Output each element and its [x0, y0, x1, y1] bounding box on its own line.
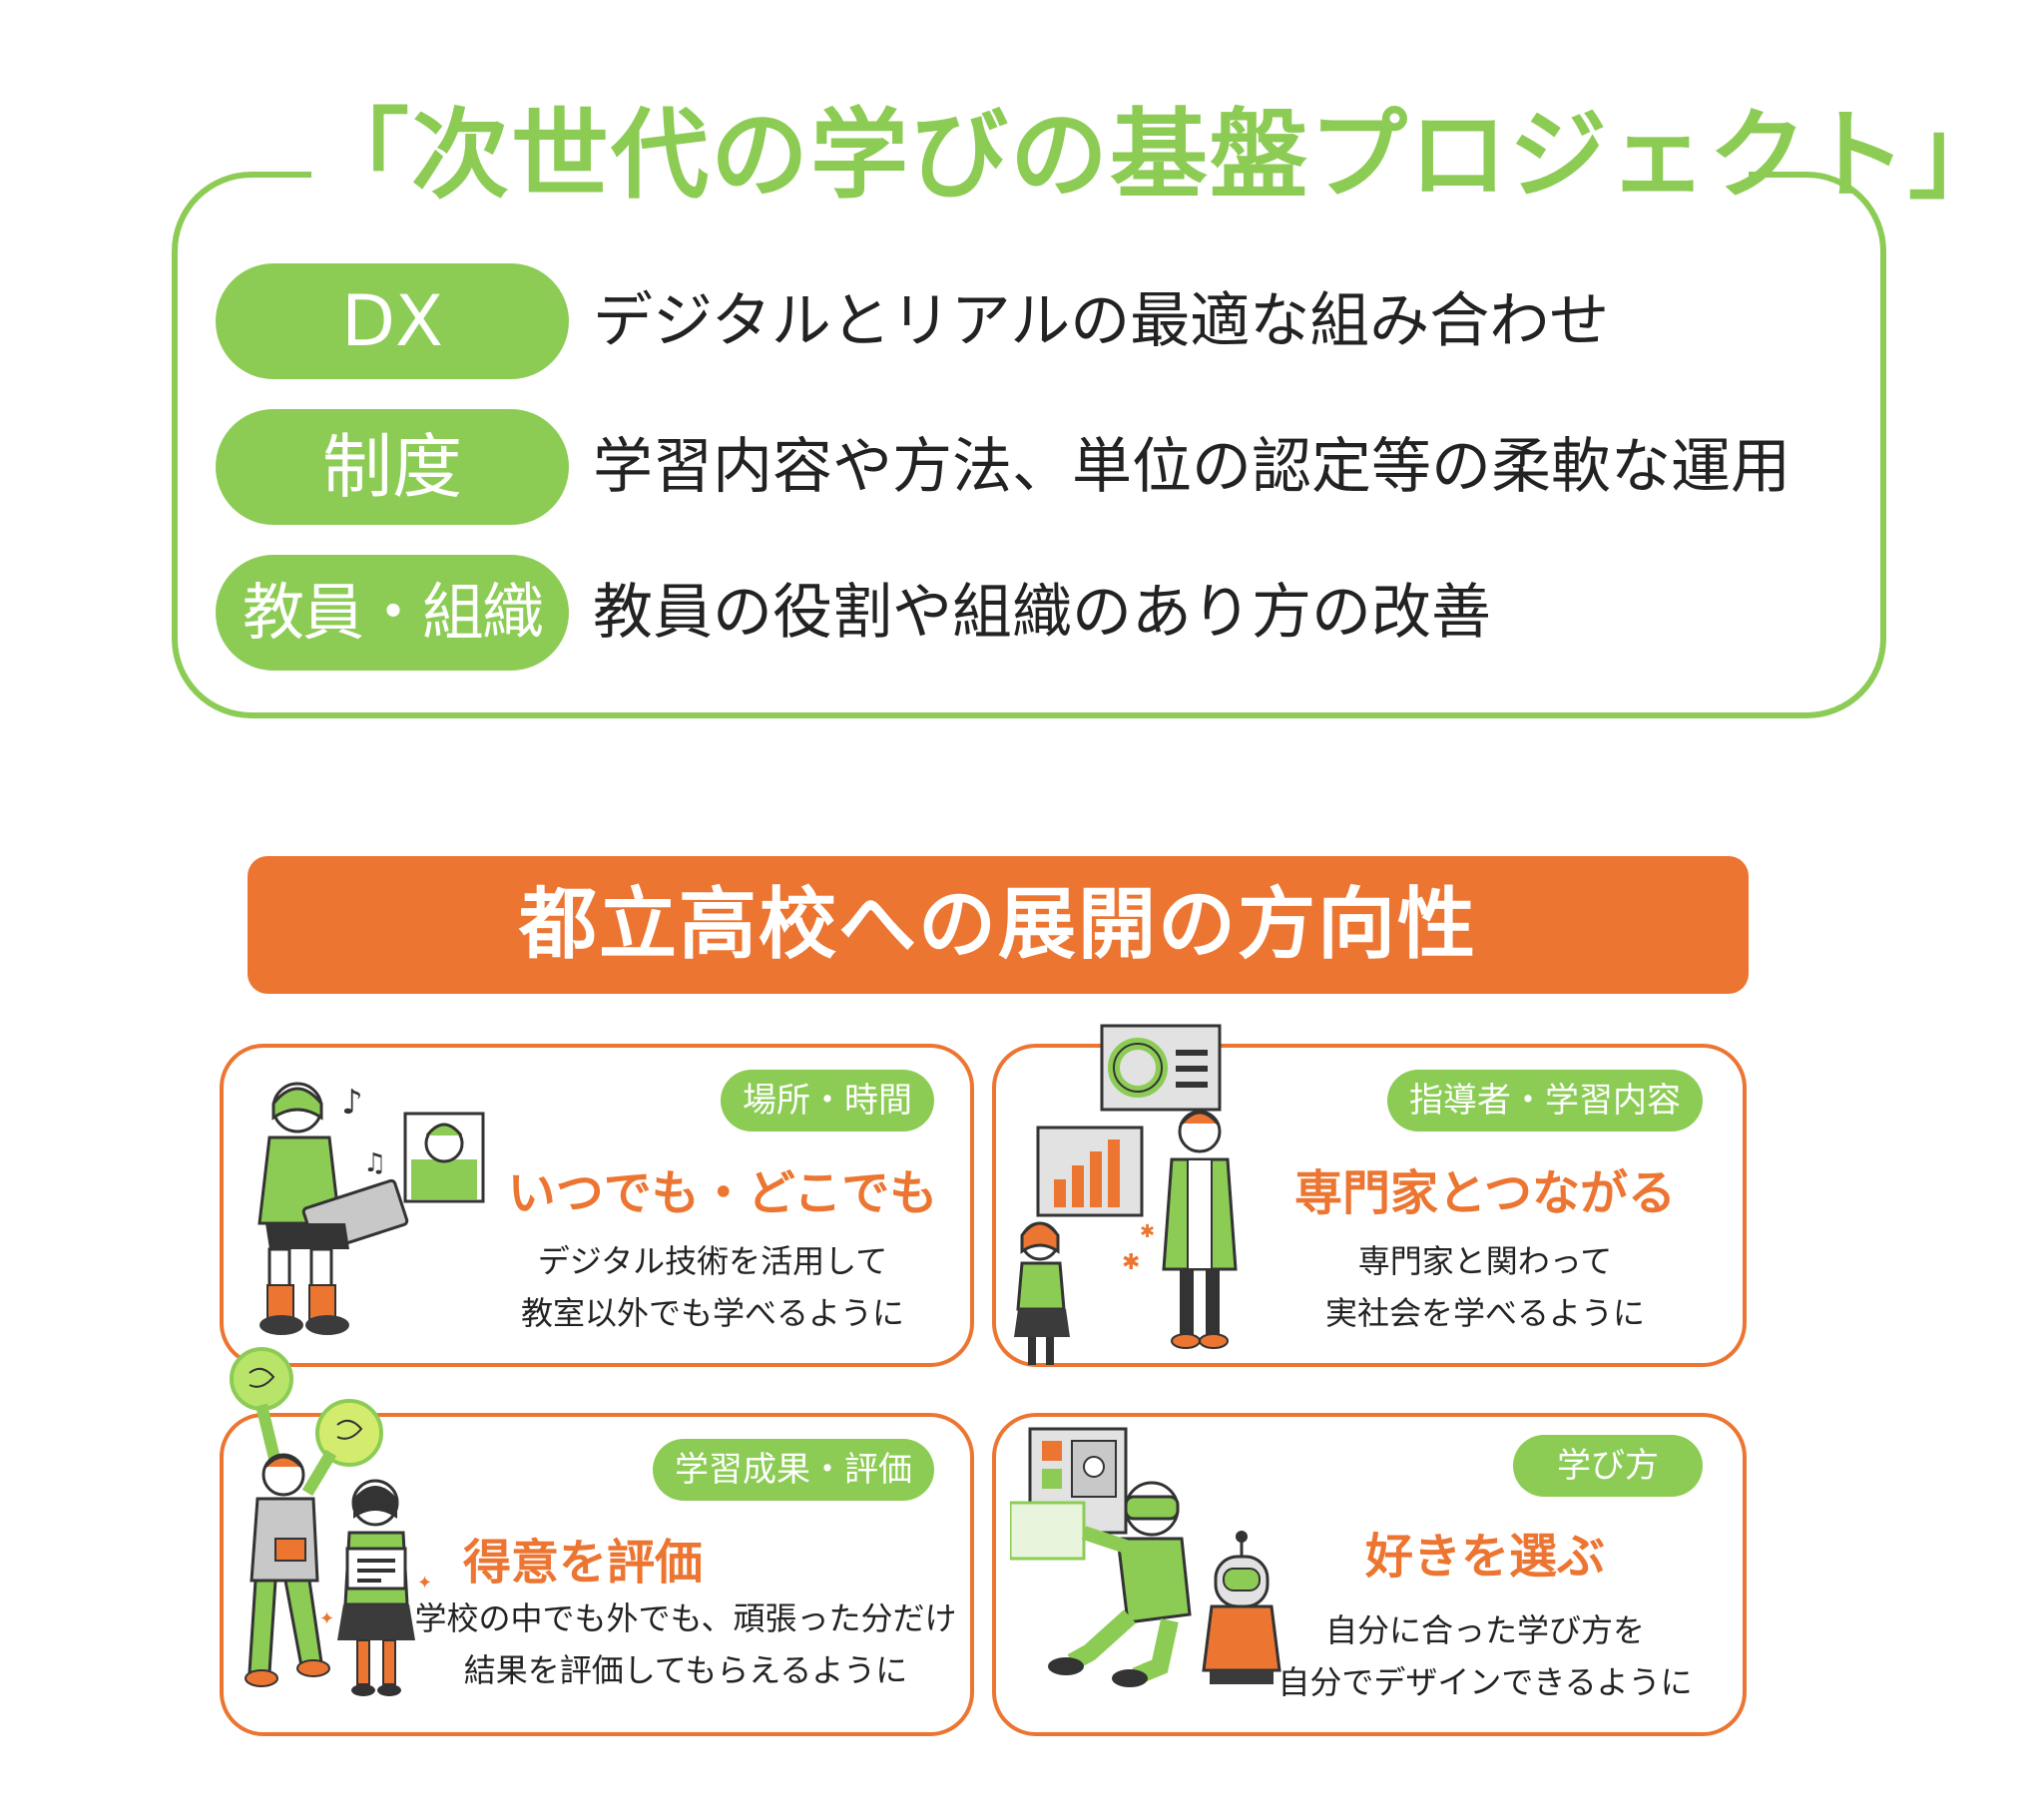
card-headline: 好きを選ぶ [1364, 1529, 1605, 1585]
card-description: 専門家と関わって 実社会を学べるように [1226, 1235, 1745, 1339]
card-desc-line: 結果を評価してもらえるように [463, 1651, 908, 1689]
svg-text:✱: ✱ [1122, 1250, 1140, 1275]
card-tag: 学び方 [1513, 1435, 1703, 1497]
pillar-badge: 教員・組織 [216, 555, 569, 671]
card-desc-line: デジタル技術を活用して [537, 1242, 888, 1280]
vr-robot-illustration [1010, 1427, 1281, 1687]
pillar-row-system: 制度 学習内容や方法、単位の認定等の柔軟な運用 [216, 409, 1852, 525]
pillar-text: 教員の役割や組織のあり方の改善 [593, 578, 1491, 648]
card-description: デジタル技術を活用して 教室以外でも学べるように [453, 1235, 972, 1339]
svg-text:♫: ♫ [363, 1148, 386, 1178]
pillar-row-dx: DX デジタルとリアルの最適な組み合わせ [216, 263, 1852, 379]
svg-text:✦: ✦ [417, 1573, 432, 1593]
card-description: 学校の中でも外でも、頑張った分だけ 結果を評価してもらえるように [403, 1592, 968, 1696]
svg-text:✦: ✦ [319, 1608, 334, 1629]
pillar-badge: 制度 [216, 409, 569, 525]
card-choose-favorites: 学び方 好きを選ぶ 自分に合った学び方を 自分でデザインできるように [992, 1413, 1747, 1736]
project-title: 「次世代の学びの基盤プロジェクト」 [311, 96, 2006, 216]
card-anytime-anywhere: 場所・時間 いつでも・どこでも デジタル技術を活用して 教室以外でも学べるように [220, 1044, 974, 1367]
card-headline: いつでも・どこでも [507, 1165, 938, 1221]
svg-text:✱: ✱ [1140, 1221, 1155, 1242]
svg-text:♪: ♪ [341, 1083, 363, 1123]
card-description: 自分に合った学び方を 自分でデザインできるように [1226, 1604, 1745, 1708]
pillar-text: 学習内容や方法、単位の認定等の柔軟な運用 [593, 432, 1790, 502]
student-laptop-illustration: ♪ ♫ [257, 1082, 485, 1335]
card-desc-line: 自分に合った学び方を [1324, 1611, 1645, 1649]
pillar-row-staff: 教員・組織 教員の役割や組織のあり方の改善 [216, 555, 1852, 671]
expert-screens-illustration: ✱ ✱ [1014, 1024, 1238, 1365]
card-headline: 専門家とつながる [1293, 1165, 1677, 1221]
pillar-badge: DX [216, 263, 569, 379]
card-tag: 学習成果・評価 [653, 1439, 934, 1501]
cheering-students-illustration: ✦ ✦ [230, 1347, 432, 1696]
card-tag: 指導者・学習内容 [1387, 1070, 1703, 1132]
card-desc-line: 学校の中でも外でも、頑張った分だけ [414, 1599, 957, 1637]
card-desc-line: 実社会を学べるように [1324, 1294, 1645, 1332]
card-desc-line: 自分でデザインできるように [1278, 1663, 1693, 1701]
card-tag: 場所・時間 [721, 1070, 934, 1132]
card-desc-line: 専門家と関わって [1357, 1242, 1613, 1280]
card-headline: 得意を評価 [462, 1535, 703, 1591]
card-evaluate-strengths: 学習成果・評価 得意を評価 学校の中でも外でも、頑張った分だけ 結果を評価しても… [220, 1413, 974, 1736]
pillar-text: デジタルとリアルの最適な組み合わせ [593, 286, 1610, 356]
card-desc-line: 教室以外でも学べるように [520, 1294, 904, 1332]
direction-header: 都立高校への展開の方向性 [248, 856, 1749, 994]
